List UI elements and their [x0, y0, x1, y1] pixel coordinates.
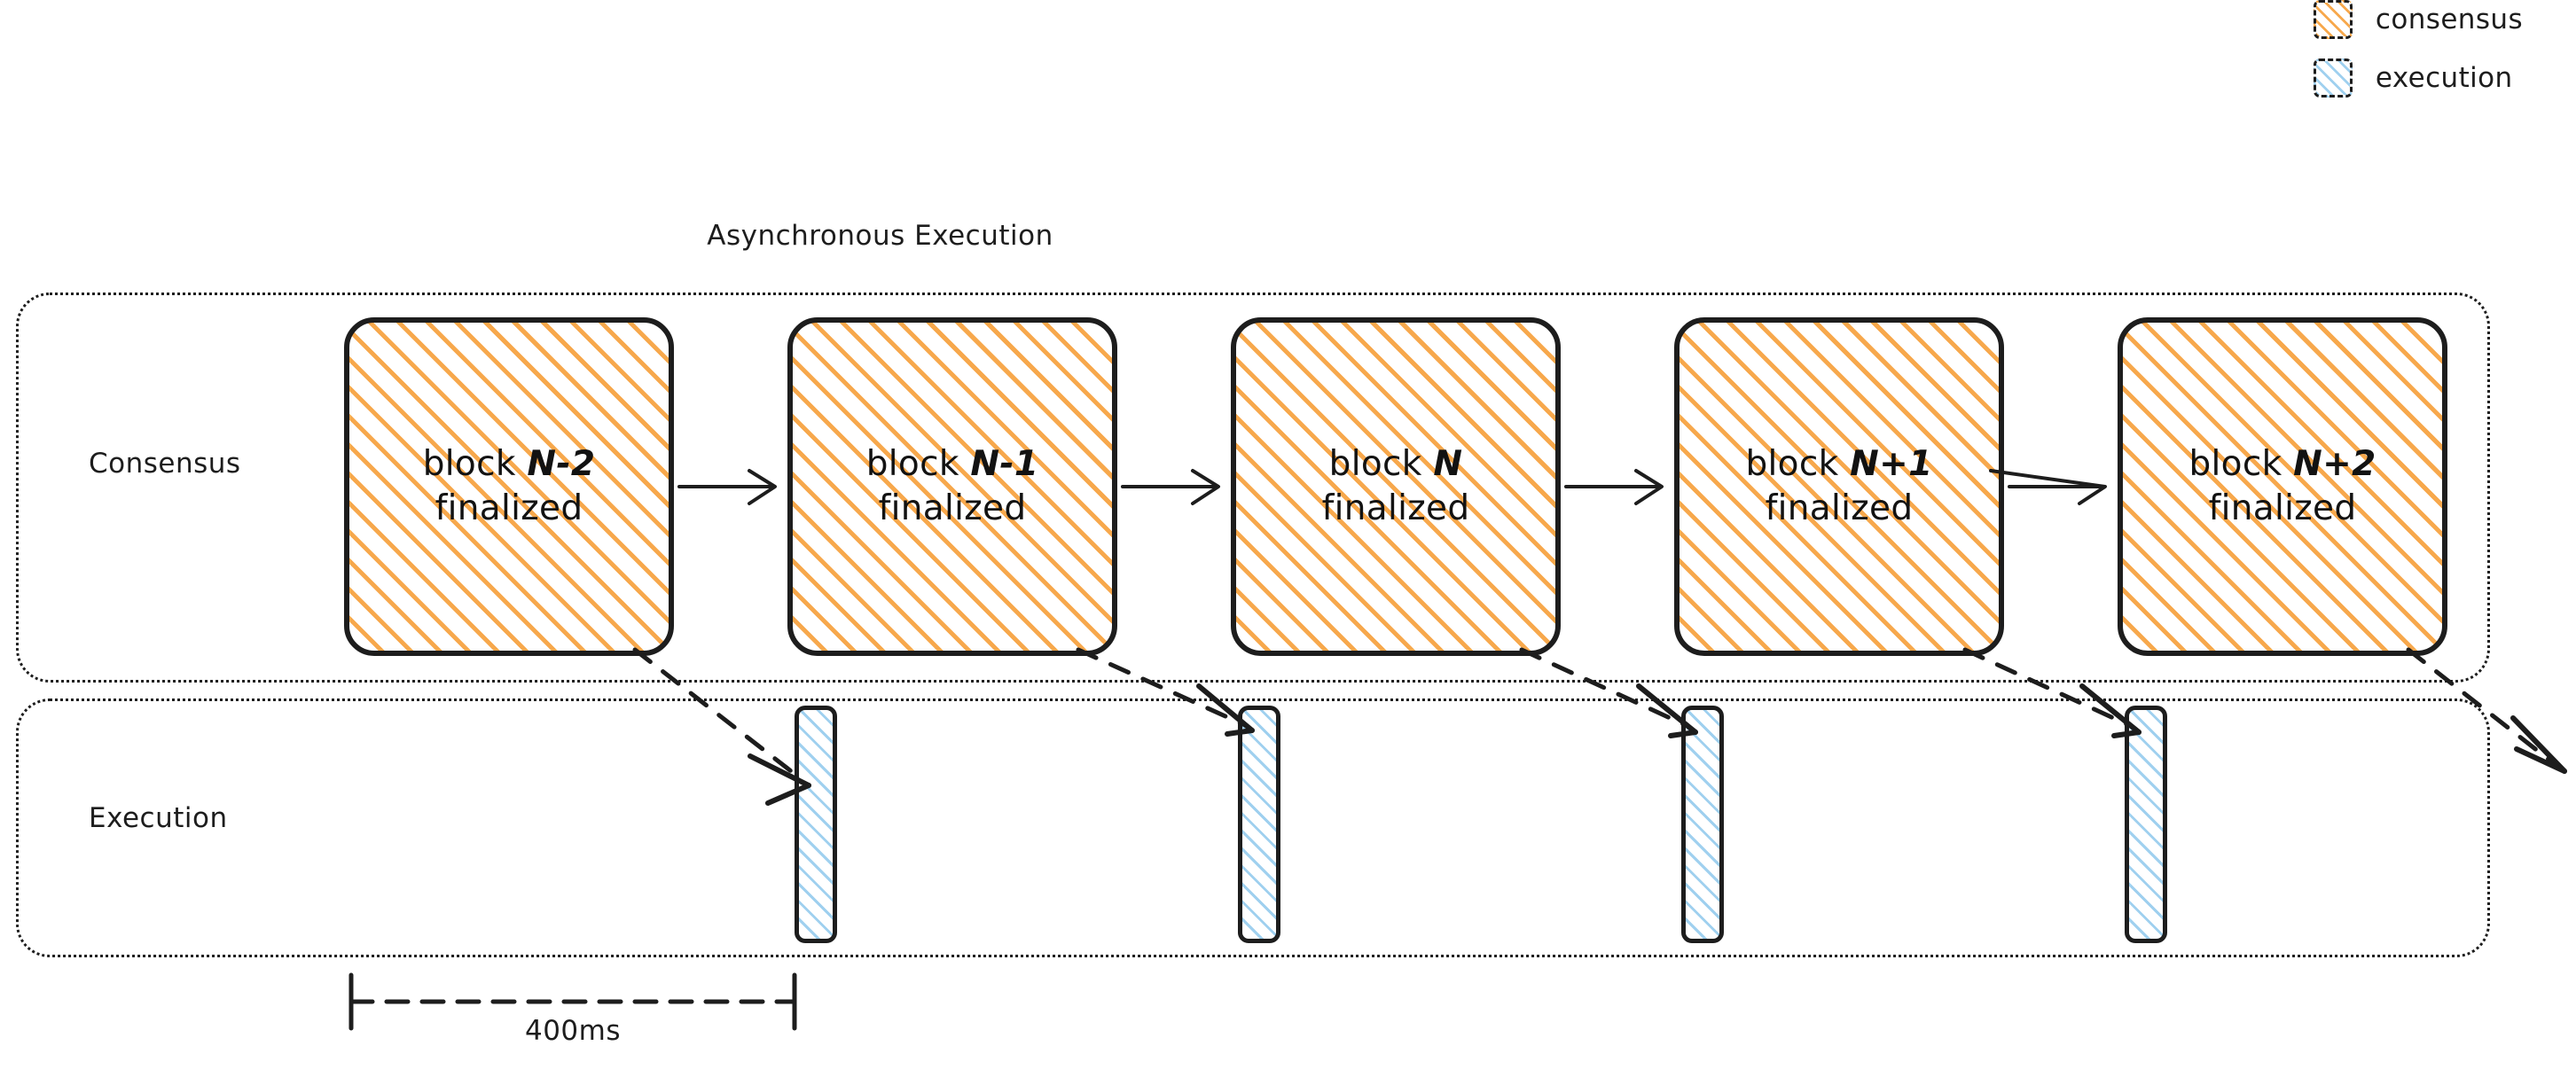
lane-consensus [16, 293, 2490, 683]
diagram-title: Asynchronous Execution [707, 220, 1053, 252]
dispatch-arrow-trailing [2406, 647, 2562, 770]
execution-bar[interactable] [795, 706, 837, 943]
block-status: finalized [878, 488, 1027, 528]
legend-item-execution: execution [2313, 59, 2513, 98]
lane-execution [16, 698, 2490, 957]
lane-label-execution: Execution [89, 802, 228, 834]
consensus-block[interactable]: block N-2 finalized [344, 317, 674, 656]
legend: consensus execution [2313, 0, 2523, 98]
execution-bar[interactable] [2125, 706, 2167, 943]
block-chain-arrow [1564, 469, 1664, 505]
lane-label-consensus: Consensus [89, 448, 241, 480]
block-title: block N+2 [2188, 444, 2376, 485]
dispatch-arrow [1076, 647, 1248, 728]
consensus-block[interactable]: block N+1 finalized [1674, 317, 2004, 656]
block-status: finalized [1765, 488, 1914, 528]
consensus-block[interactable]: block N finalized [1231, 317, 1561, 656]
block-status: finalized [1321, 488, 1470, 528]
block-chain-arrow [677, 469, 777, 505]
duration-label: 400ms [524, 1015, 622, 1047]
dispatch-arrowhead [2079, 683, 2141, 738]
dispatch-arrowhead [2510, 715, 2567, 774]
consensus-hatch-swatch-icon [2313, 0, 2353, 39]
legend-label-consensus: consensus [2375, 4, 2523, 35]
block-title: block N [1328, 444, 1463, 485]
dispatch-arrow [1519, 647, 1692, 730]
execution-bar[interactable] [1238, 706, 1280, 943]
block-title: block N-2 [422, 444, 596, 485]
block-chain-arrow [1121, 469, 1220, 505]
block-status: finalized [435, 488, 583, 528]
consensus-block[interactable]: block N+2 finalized [2118, 317, 2447, 656]
block-title: block N-1 [865, 444, 1039, 485]
dispatch-arrowhead [1196, 683, 1255, 737]
legend-item-consensus: consensus [2313, 0, 2523, 39]
duration-measure [348, 972, 797, 1031]
dispatch-arrow [632, 647, 805, 783]
block-chain-arrow [1989, 469, 2107, 505]
dispatch-arrowhead [1636, 683, 1698, 738]
consensus-block[interactable]: block N-1 finalized [787, 317, 1117, 656]
dispatch-arrowhead [748, 753, 811, 806]
block-title: block N+1 [1745, 444, 1933, 485]
execution-bar[interactable] [1681, 706, 1724, 943]
dispatch-arrow [1962, 647, 2135, 730]
legend-label-execution: execution [2375, 62, 2513, 94]
execution-hatch-swatch-icon [2313, 59, 2353, 98]
block-status: finalized [2208, 488, 2357, 528]
